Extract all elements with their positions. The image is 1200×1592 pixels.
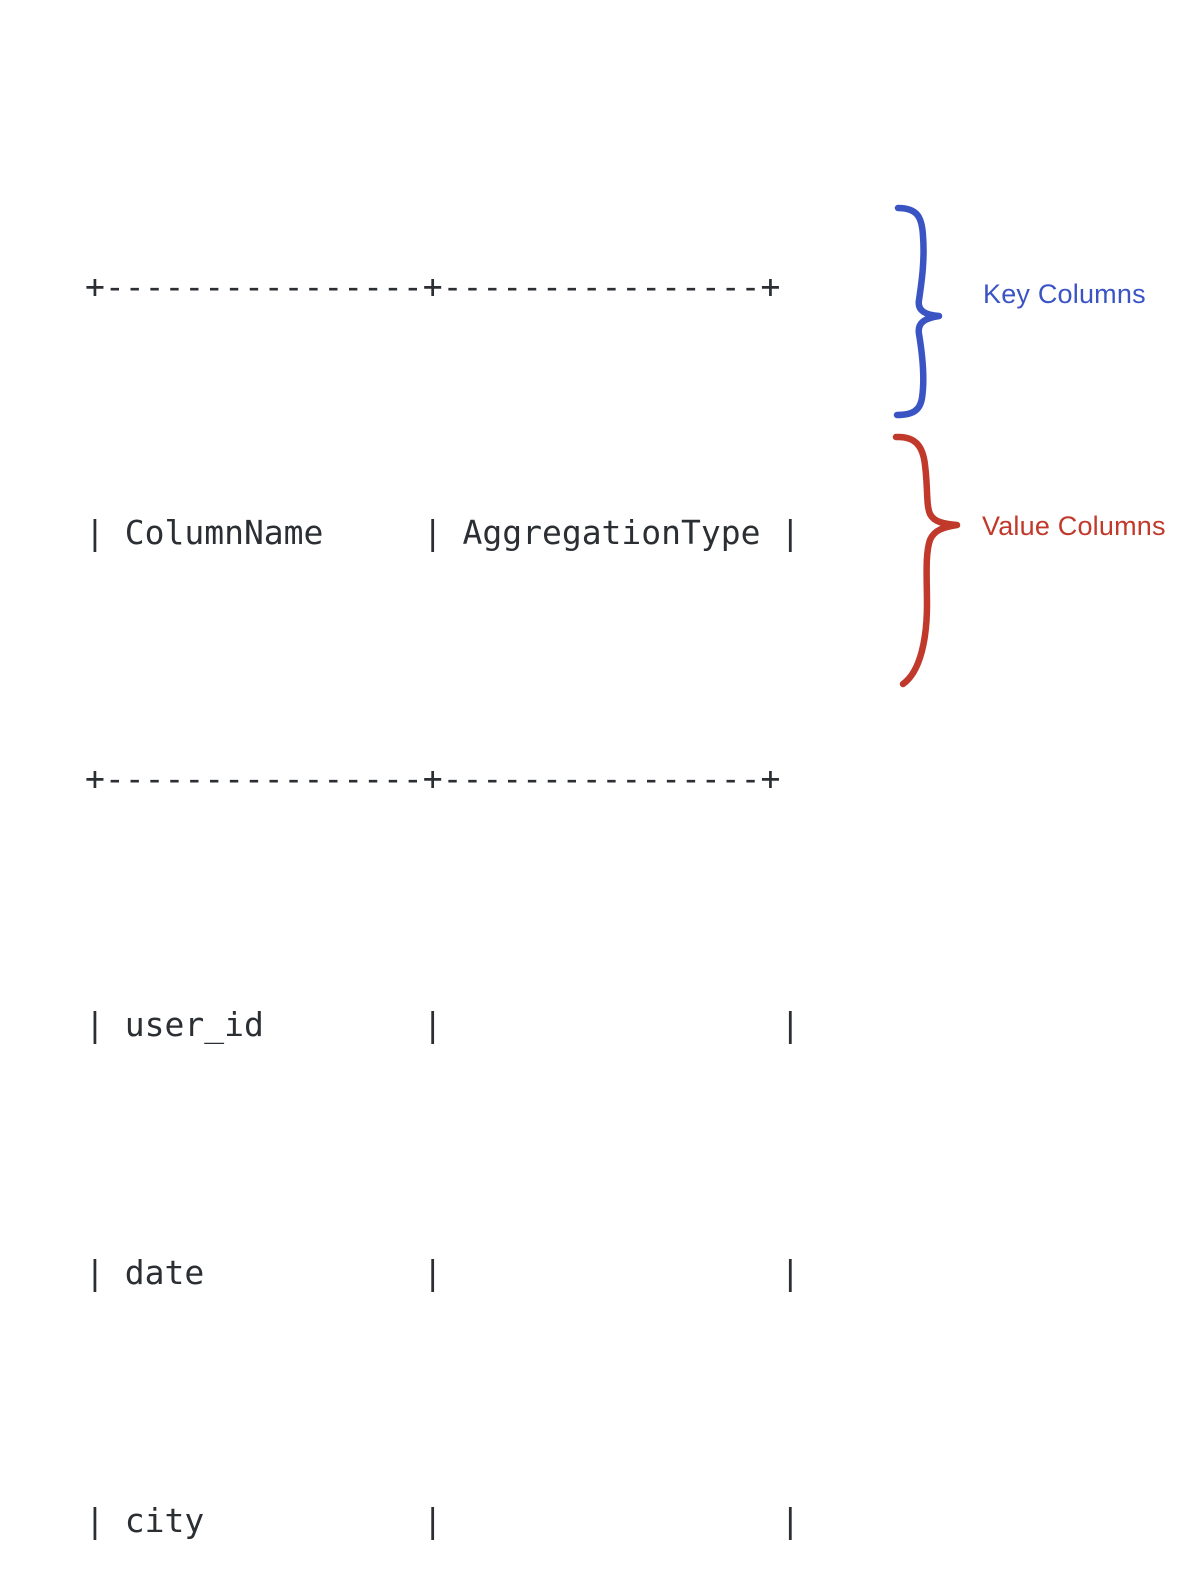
value-columns-label: Value Columns <box>982 511 1166 541</box>
table-border-header-separator: +----------------+----------------+ <box>85 759 781 798</box>
table-row: | user_id | | <box>85 1005 801 1044</box>
table-header-row: | ColumnName | AggregationType | <box>85 513 801 552</box>
value-columns-brace-icon <box>892 433 961 688</box>
key-columns-brace-icon <box>893 204 943 419</box>
table-row: | date | | <box>85 1253 801 1292</box>
table-row: | city | | <box>85 1501 801 1540</box>
ascii-table: +----------------+----------------+ | Co… <box>85 72 800 1592</box>
table-border-top: +----------------+----------------+ <box>85 267 781 306</box>
diagram-canvas: +----------------+----------------+ | Co… <box>85 204 1166 1540</box>
key-columns-label: Key Columns <box>983 279 1146 309</box>
